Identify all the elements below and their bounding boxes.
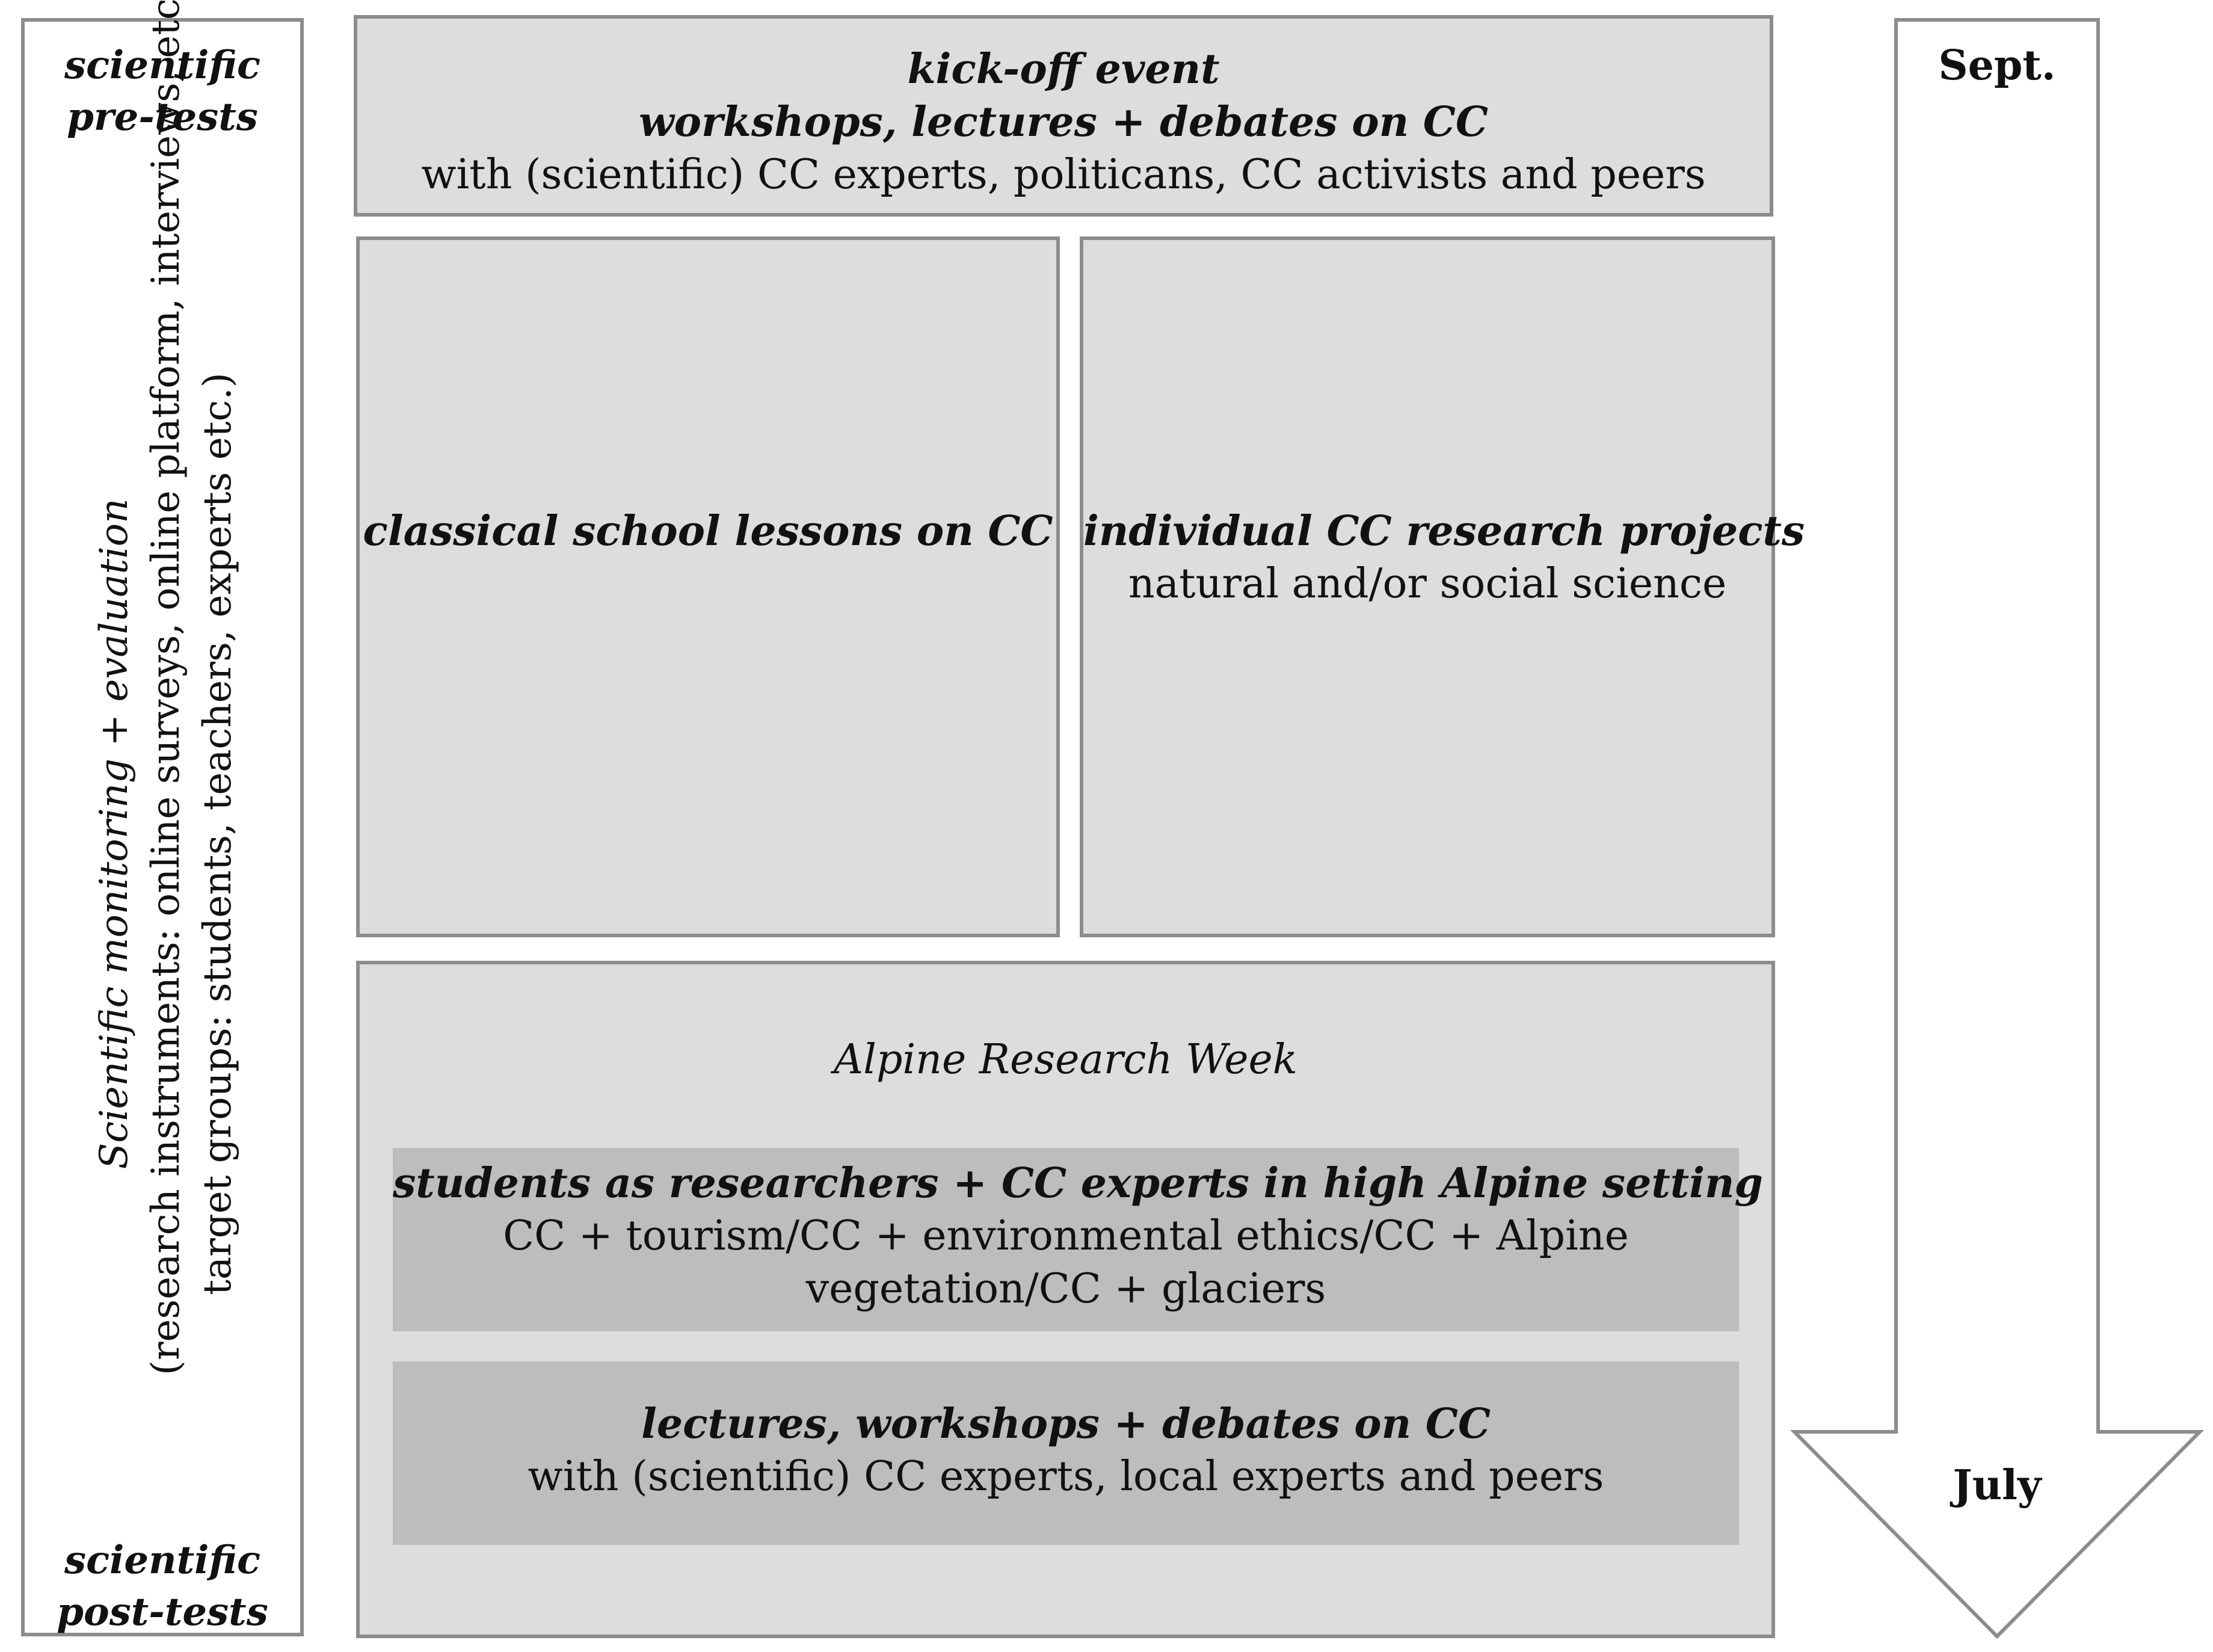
students-researchers-title: students as researchers + CC experts in … (393, 1159, 1763, 1207)
alpine-box: Alpine Research Week students as researc… (356, 961, 1775, 1638)
alpine-lectures-text: lectures, workshops + debates on CC with… (393, 1398, 1739, 1503)
projects-text: individual CC research projects natural … (1083, 505, 1805, 611)
post-tests-line-2: post-tests (57, 1589, 268, 1635)
post-tests-label: scientific post-tests (25, 1535, 300, 1638)
post-tests-line-1: scientific (64, 1538, 260, 1583)
lessons-box: classical school lessons on CC (356, 236, 1060, 937)
lessons-title: classical school lessons on CC (363, 507, 1053, 555)
students-researchers-topics-2: vegetation/CC + glaciers (805, 1265, 1326, 1313)
timeline-arrow-shape (1790, 18, 2205, 1639)
monitoring-title: Scientific monitoring + evaluation (92, 498, 137, 1170)
pre-tests-line-2: pre-tests (67, 94, 258, 140)
timeline-end-label: July (1953, 1461, 2042, 1509)
kickoff-box: kick-off event workshops, lectures + deb… (354, 15, 1773, 217)
projects-subtitle: natural and/or social science (1128, 560, 1727, 608)
kickoff-participants: with (scientific) CC experts, politicans… (421, 151, 1706, 199)
students-researchers-topics-1: CC + tourism/CC + environmental ethics/C… (503, 1212, 1629, 1260)
monitoring-instruments: (research instruments: online surveys, o… (144, 0, 188, 1375)
kickoff-subtitle: workshops, lectures + debates on CC (639, 98, 1488, 146)
monitoring-target-groups: target groups: students, teachers, exper… (195, 372, 240, 1295)
students-researchers-box: students as researchers + CC experts in … (393, 1148, 1763, 1331)
alpine-title: Alpine Research Week (834, 1036, 1297, 1083)
projects-box: individual CC research projects natural … (1080, 236, 1805, 937)
alpine-lectures-participants: with (scientific) CC experts, local expe… (528, 1453, 1604, 1500)
alpine-lectures-box: lectures, workshops + debates on CC with… (393, 1361, 1739, 1545)
monitoring-description: Scientific monitoring + evaluation (rese… (88, 0, 244, 1375)
lessons-text: classical school lessons on CC (360, 505, 1056, 558)
projects-title: individual CC research projects (1083, 507, 1805, 555)
timeline-arrow (1790, 18, 2205, 1639)
monitoring-column: scientific pre-tests Scientific monitori… (21, 0, 304, 1638)
alpine-lectures-title: lectures, workshops + debates on CC (641, 1400, 1491, 1448)
pre-tests-label: scientific pre-tests (25, 40, 300, 143)
timeline-start-label: Sept. (1938, 42, 2056, 90)
pre-tests-line-1: scientific (64, 43, 260, 88)
students-researchers-text: students as researchers + CC experts in … (393, 1157, 1763, 1316)
kickoff-text: kick-off event workshops, lectures + deb… (357, 43, 1770, 202)
kickoff-title: kick-off event (907, 45, 1220, 93)
